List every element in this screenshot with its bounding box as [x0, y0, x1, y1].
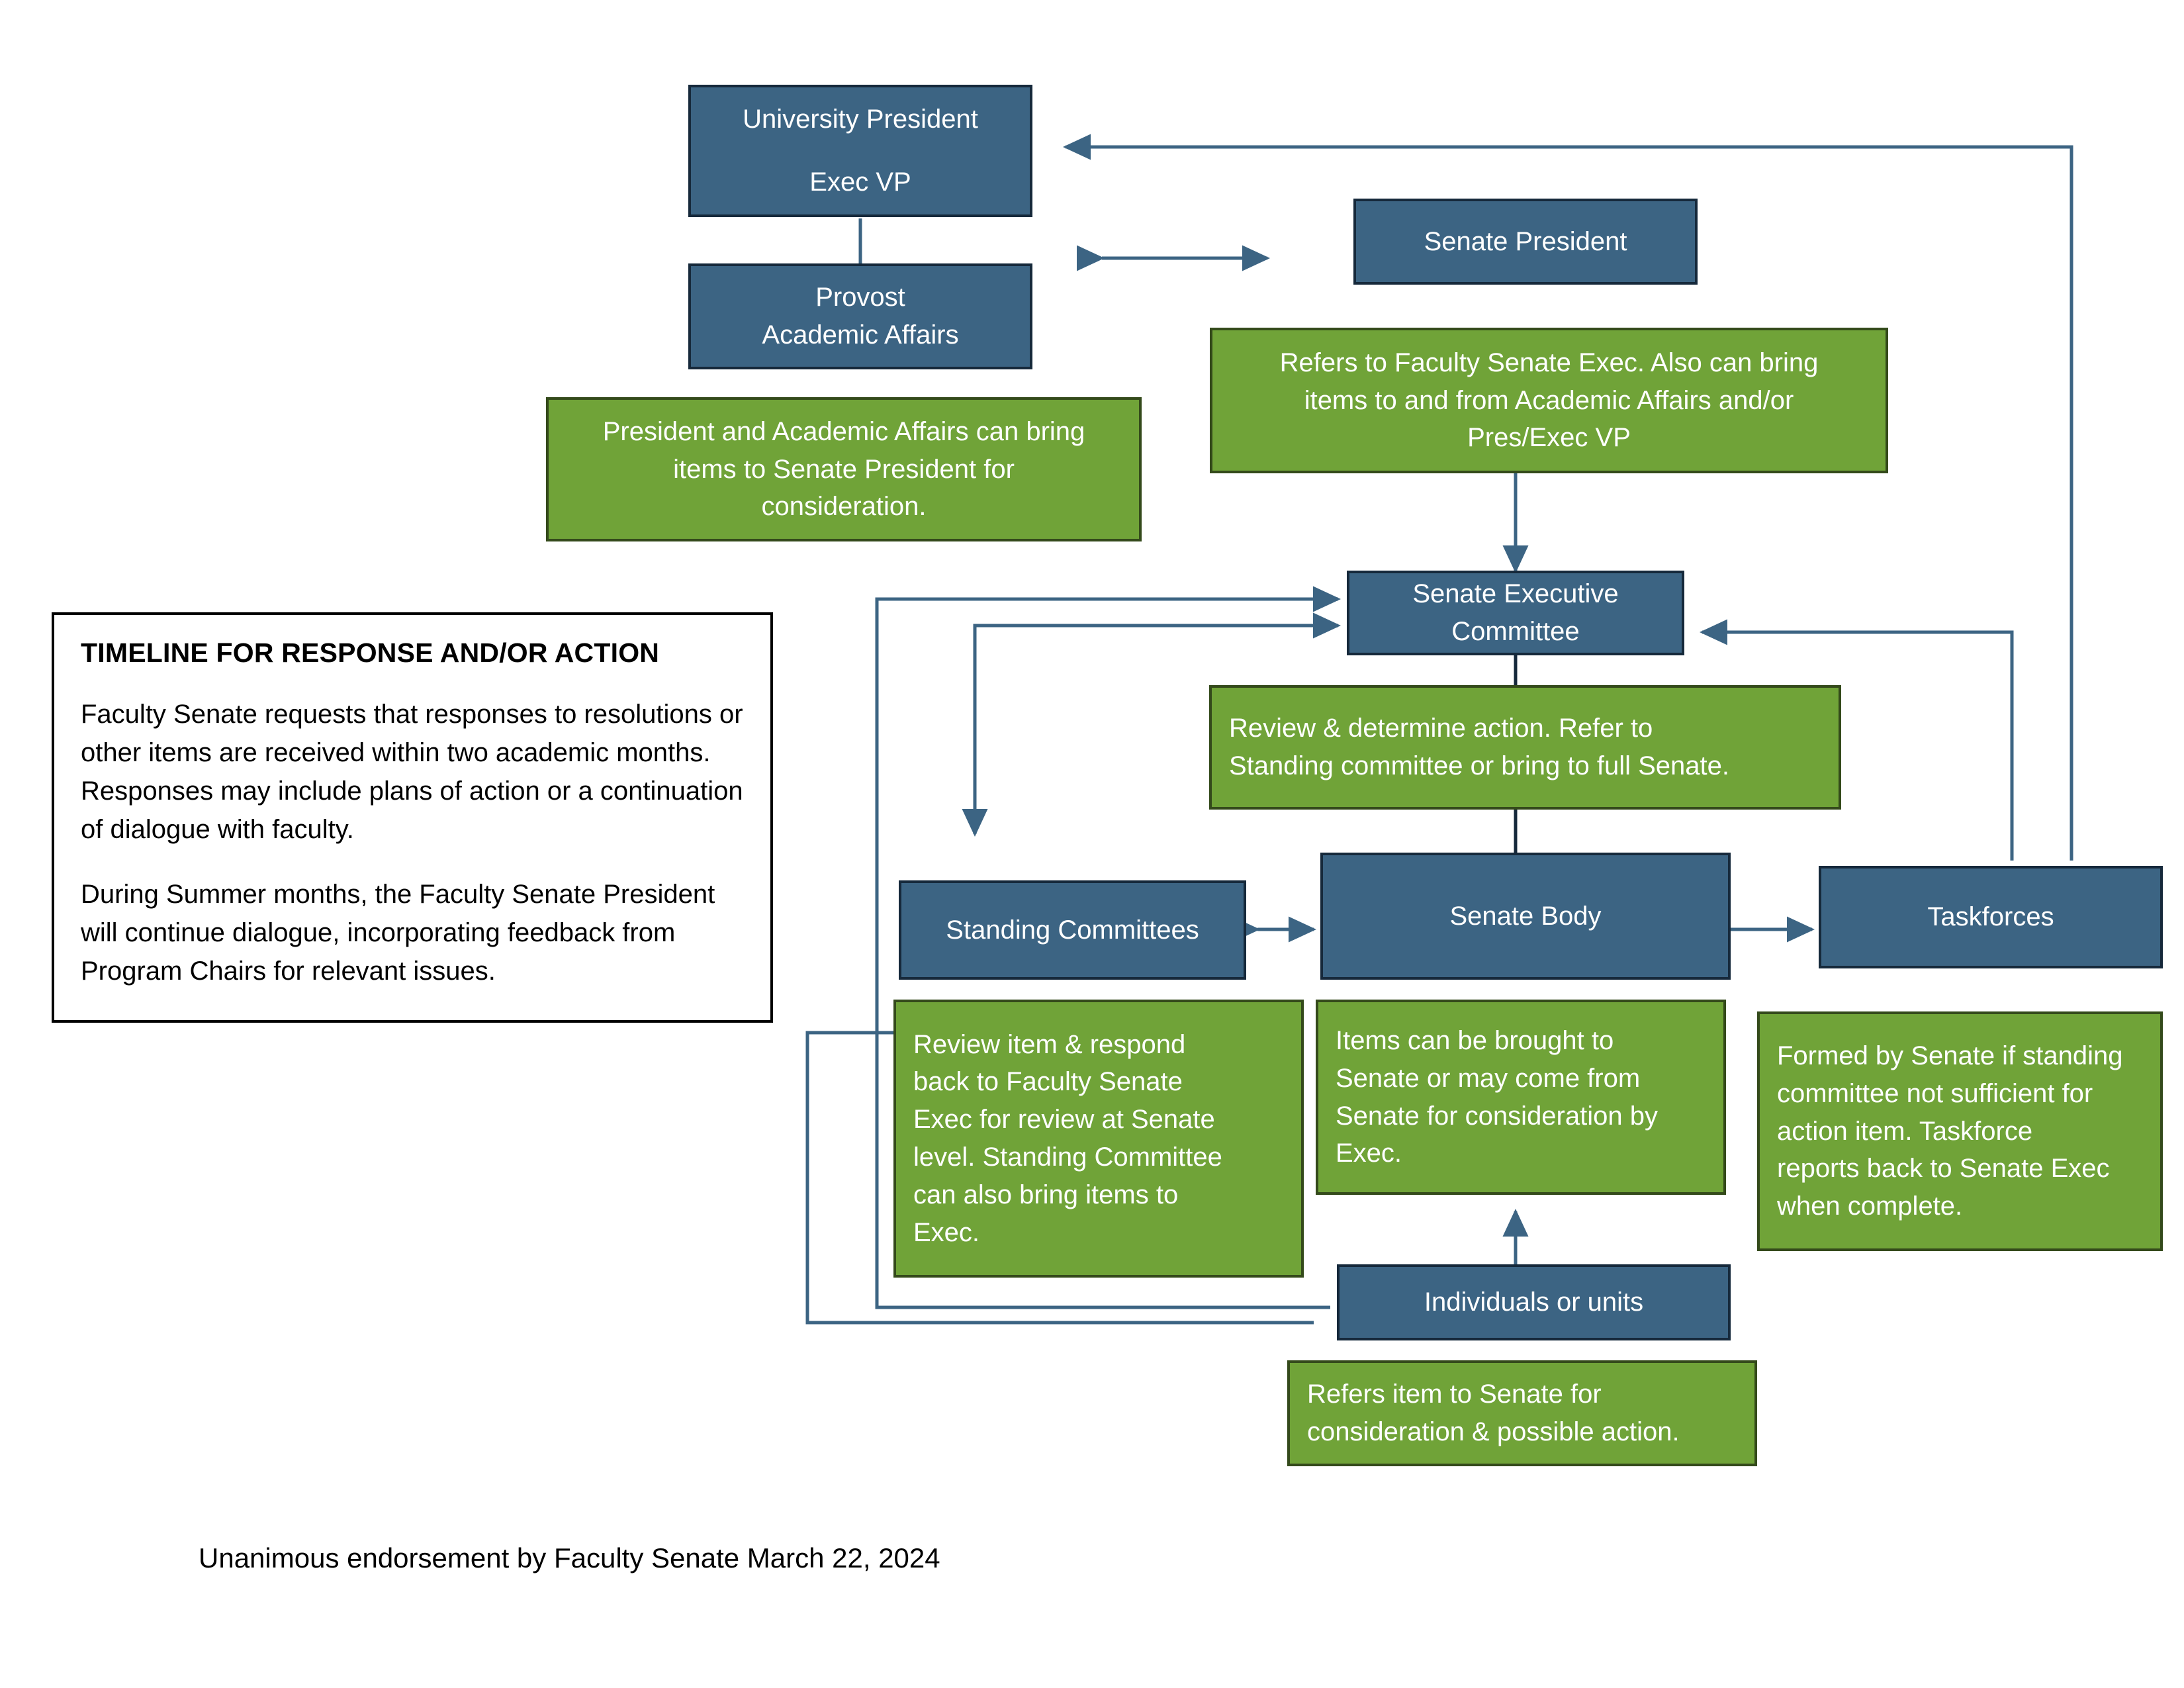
note-senatebody-line3: Senate for consideration by	[1336, 1101, 1658, 1131]
note-taskforces-line5: when complete.	[1777, 1192, 1963, 1221]
node-senate-body[interactable]: Senate Body	[1320, 853, 1731, 980]
note-standing-line2: back to Faculty Senate	[913, 1067, 1183, 1097]
note-exec-line2: Standing committee or bring to full Sena…	[1229, 751, 1729, 780]
university-president-line1: University President	[743, 105, 978, 134]
node-provost-academic-affairs[interactable]: Provost Academic Affairs	[688, 263, 1032, 369]
note-individuals-or-units: Refers item to Senate for consideration …	[1287, 1360, 1757, 1466]
note-senate-executive: Review & determine action. Refer to Stan…	[1209, 685, 1841, 810]
note-standing-line4: level. Standing Committee	[913, 1143, 1222, 1172]
note-taskforces: Formed by Senate if standing committee n…	[1757, 1011, 2163, 1251]
senate-exec-line1: Senate Executive	[1412, 579, 1619, 609]
note-individuals-line1: Refers item to Senate for	[1307, 1380, 1602, 1409]
timeline-panel-heading: TIMELINE FOR RESPONSE AND/OR ACTION	[81, 637, 660, 668]
node-senate-executive-committee[interactable]: Senate Executive Committee	[1347, 571, 1684, 655]
node-standing-committees[interactable]: Standing Committees	[899, 880, 1246, 980]
university-president-line2: Exec VP	[809, 167, 911, 197]
note-standing-committees: Review item & respond back to Faculty Se…	[893, 1000, 1304, 1278]
note-senatepres-line1: Refers to Faculty Senate Exec. Also can …	[1279, 348, 1819, 377]
standing-committees-label: Standing Committees	[946, 915, 1199, 945]
individuals-label: Individuals or units	[1424, 1288, 1644, 1317]
note-pres-aa-line1: President and Academic Affairs can bring	[602, 416, 1085, 446]
timeline-panel-paragraph-2: During Summer months, the Faculty Senate…	[81, 880, 715, 986]
timeline-panel-paragraph-1: Faculty Senate requests that responses t…	[81, 700, 743, 844]
note-standing-line1: Review item & respond	[913, 1029, 1186, 1059]
note-senatebody-line1: Items can be brought to	[1336, 1025, 1614, 1055]
note-taskforces-line4: reports back to Senate Exec	[1777, 1154, 2110, 1184]
note-senatebody-line2: Senate or may come from	[1336, 1063, 1641, 1093]
note-senate-body: Items can be brought to Senate or may co…	[1316, 1000, 1726, 1195]
endorsement-note: Unanimous endorsement by Faculty Senate …	[199, 1542, 940, 1573]
note-senatebody-line4: Exec.	[1336, 1139, 1402, 1168]
provost-line2: Academic Affairs	[762, 320, 959, 350]
note-standing-line5: can also bring items to	[913, 1180, 1179, 1209]
note-senatepres-line2: items to and from Academic Affairs and/o…	[1304, 385, 1794, 415]
provost-line1: Provost	[815, 283, 905, 312]
note-taskforces-line3: action item. Taskforce	[1777, 1116, 2033, 1146]
note-standing-line6: Exec.	[913, 1217, 980, 1247]
note-pres-aa-line3: consideration.	[761, 492, 927, 522]
note-individuals-line2: consideration & possible action.	[1307, 1417, 1680, 1446]
senate-exec-line2: Committee	[1451, 617, 1580, 646]
node-senate-president[interactable]: Senate President	[1353, 199, 1698, 285]
note-taskforces-line2: committee not sufficient for	[1777, 1078, 2093, 1108]
node-individuals-or-units[interactable]: Individuals or units	[1337, 1264, 1731, 1340]
note-taskforces-line1: Formed by Senate if standing	[1777, 1041, 2123, 1070]
note-senatepres-line3: Pres/Exec VP	[1467, 423, 1631, 453]
note-senate-president: Refers to Faculty Senate Exec. Also can …	[1210, 328, 1888, 473]
note-exec-line1: Review & determine action. Refer to	[1229, 714, 1653, 743]
note-standing-line3: Exec for review at Senate	[913, 1105, 1215, 1135]
taskforces-label: Taskforces	[1927, 902, 2054, 932]
timeline-panel: TIMELINE FOR RESPONSE AND/OR ACTION Facu…	[52, 612, 773, 1023]
note-president-academic-affairs: President and Academic Affairs can bring…	[546, 397, 1142, 541]
note-pres-aa-line2: items to Senate President for	[673, 454, 1015, 484]
senate-president-label: Senate President	[1424, 226, 1627, 256]
node-university-president[interactable]: University President Exec VP	[688, 85, 1032, 217]
senate-body-label: Senate Body	[1449, 901, 1602, 931]
node-taskforces[interactable]: Taskforces	[1819, 866, 2163, 968]
